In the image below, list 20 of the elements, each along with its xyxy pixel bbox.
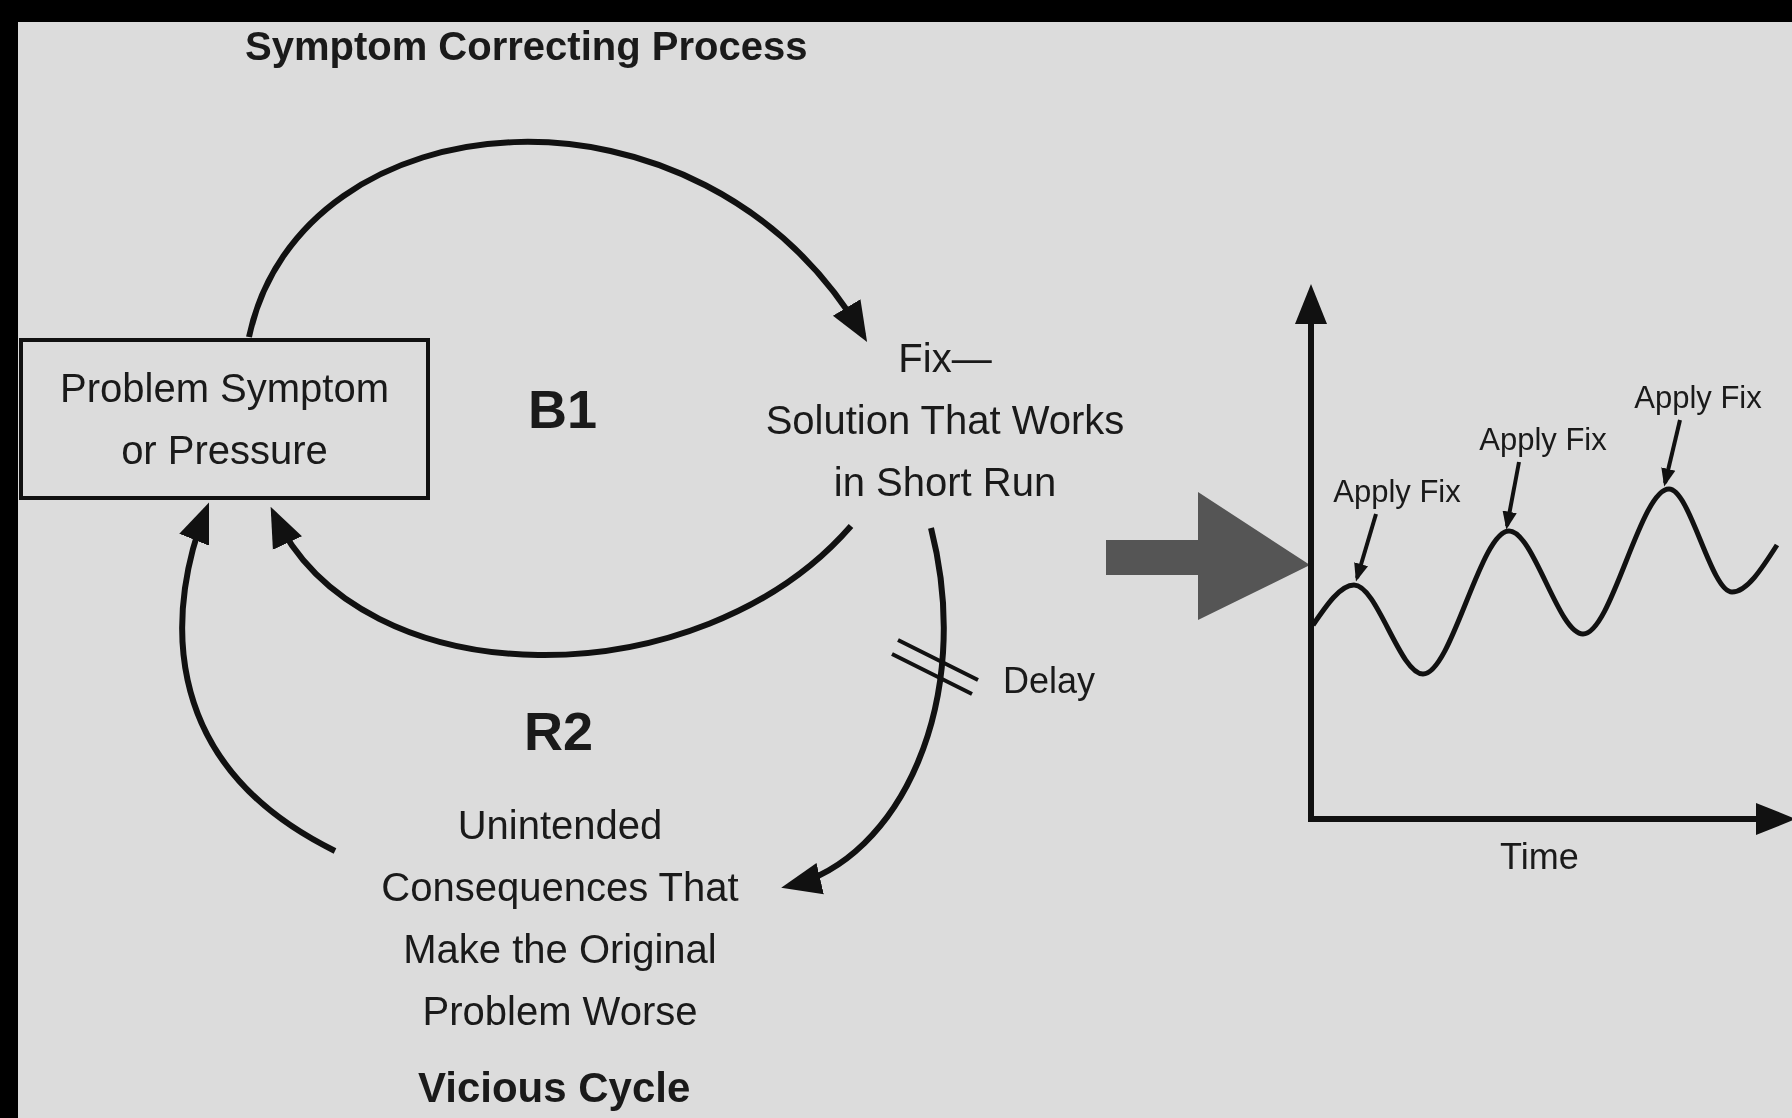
problem-box (19, 338, 430, 500)
loop-label: B1 (528, 378, 598, 440)
leader-arrow (1661, 419, 1682, 487)
loop-arrow (246, 139, 868, 342)
leader-arrow (1354, 513, 1378, 582)
node-text: Solution That Works in Short Run (764, 397, 1126, 506)
node-text: Unintended Consequences That Make the Original Problem Worse (380, 801, 740, 1035)
diagram-title: Symptom Correcting Process (245, 24, 808, 69)
caption-text: Vicious Cycle (418, 1064, 691, 1112)
loop-arrow (179, 502, 337, 854)
annotation-label: Apply Fix (1634, 379, 1762, 417)
loop-label: R2 (524, 700, 594, 762)
annotation-label: Apply Fix (1479, 421, 1607, 459)
axis-label: Time (1500, 836, 1579, 878)
delay-label: Delay (1003, 660, 1096, 702)
loop-arrow (269, 507, 854, 658)
node-text: Fix— (898, 335, 992, 382)
annotation-label: Apply Fix (1333, 473, 1461, 511)
node-text: Problem Symptom or Pressure (59, 365, 390, 474)
leader-arrow (1502, 461, 1521, 530)
